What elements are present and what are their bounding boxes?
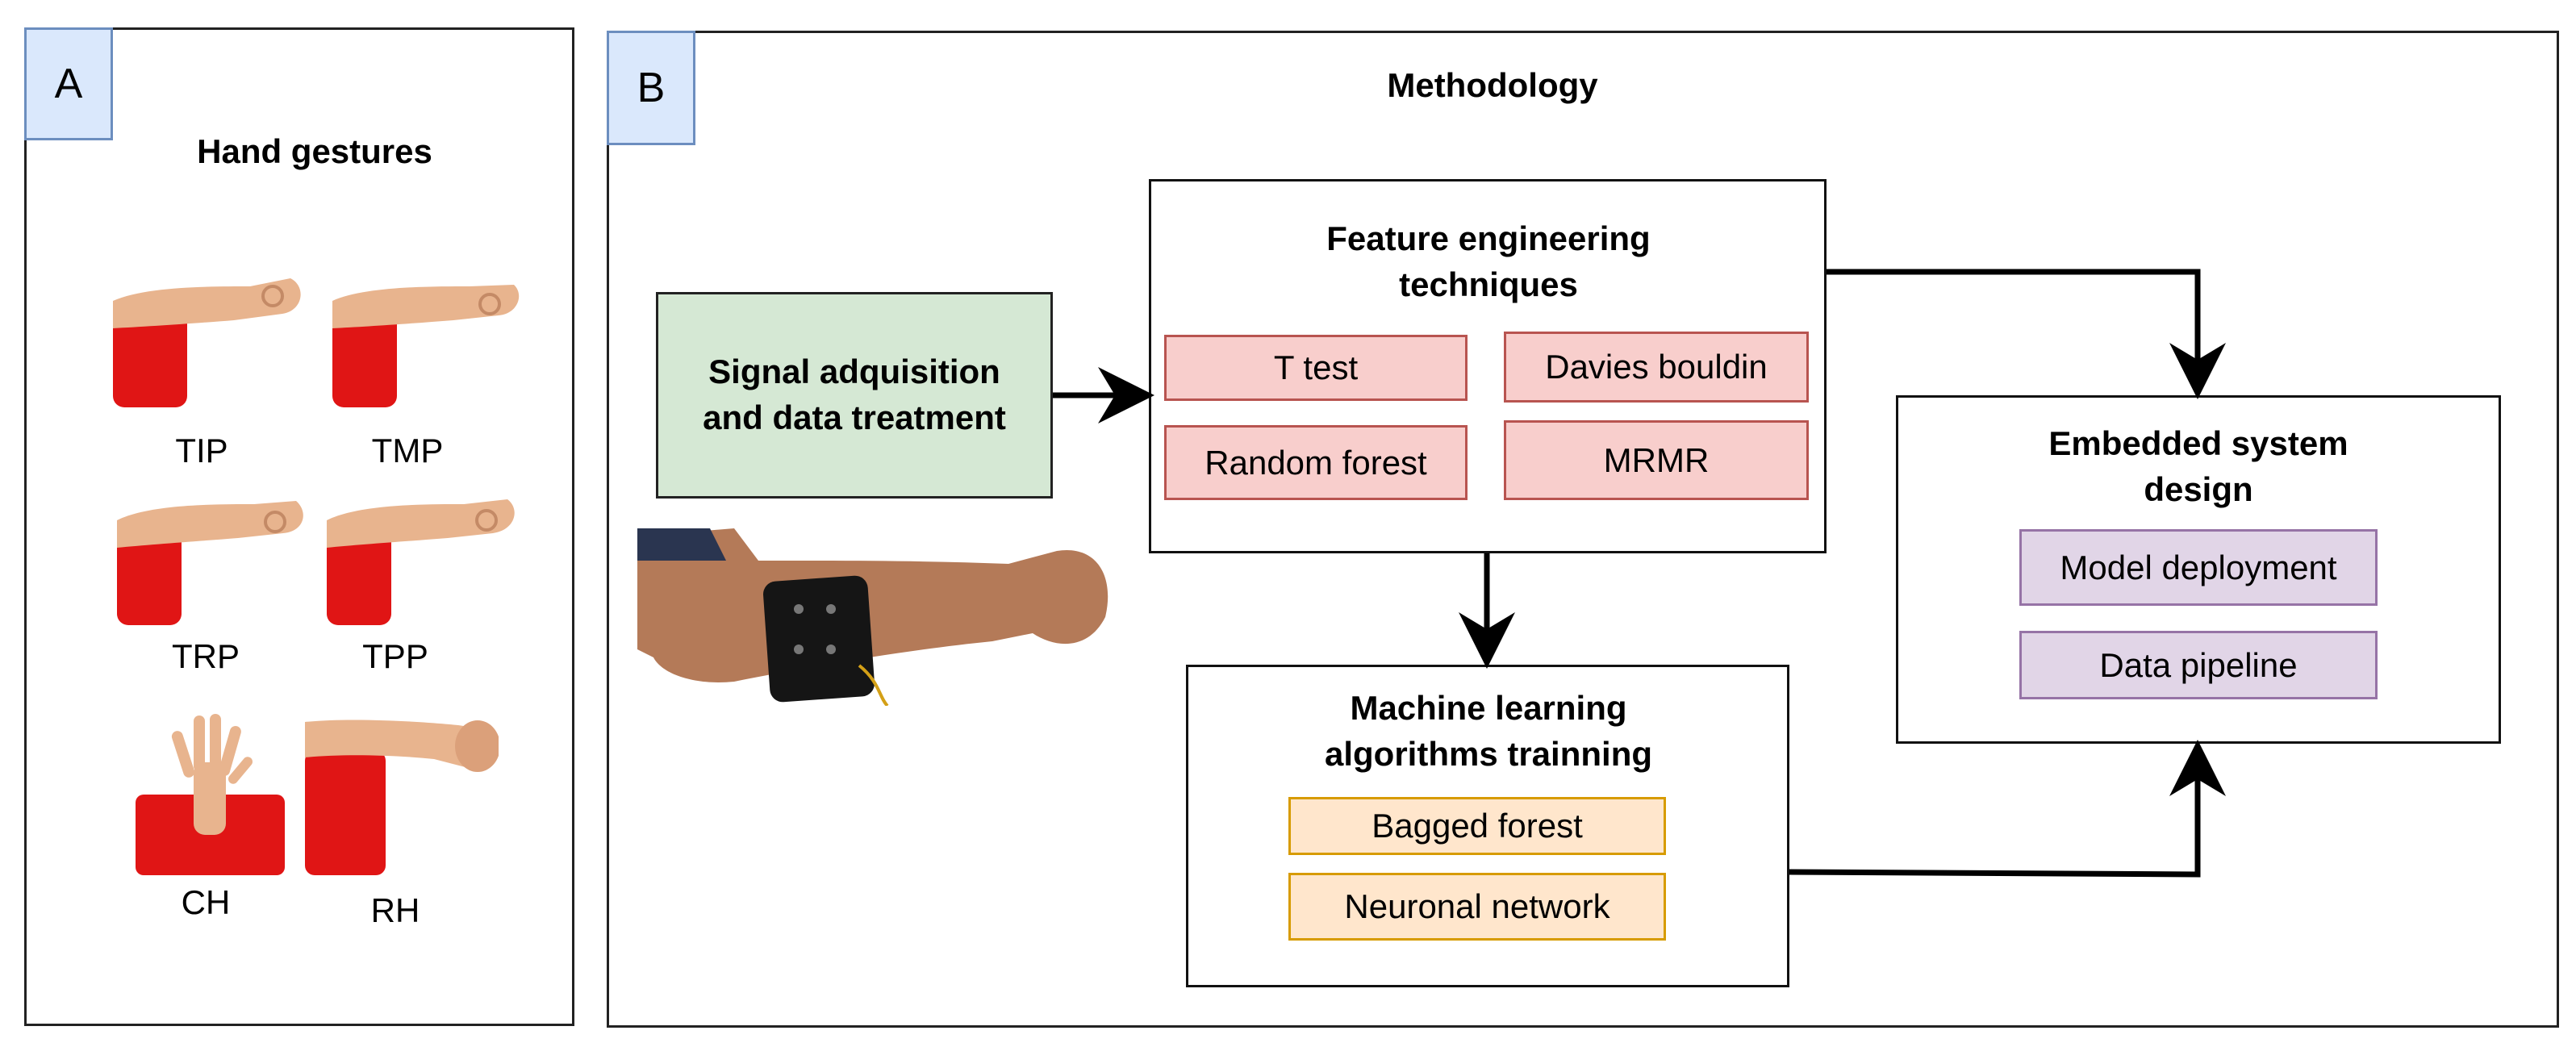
gesture-image-tmp xyxy=(332,262,526,407)
hand-open-icon xyxy=(136,714,285,875)
hand-pinch-pinky-icon xyxy=(327,499,515,625)
ml-bagged-forest: Bagged forest xyxy=(1288,797,1666,855)
panel-a-title: Hand gestures xyxy=(197,132,432,170)
feature-t-test: T test xyxy=(1164,335,1468,401)
feature-davies-bouldin: Davies bouldin xyxy=(1504,332,1809,403)
gesture-label-tip: TIP xyxy=(175,432,228,469)
feature-engineering-title: Feature engineering techniques xyxy=(1326,219,1651,303)
signal-acquisition-box: Signal adquisition and data treatment xyxy=(656,292,1053,499)
gesture-image-tpp xyxy=(327,480,520,625)
gesture-label-tmp: TMP xyxy=(371,432,444,469)
ml-training-title: Machine learning algorithms trainning xyxy=(1324,689,1652,773)
gesture-image-ch xyxy=(136,706,285,875)
gesture-label-tpp: TPP xyxy=(362,637,428,675)
gesture-label-ch: CH xyxy=(181,883,231,921)
hand-pinch-middle-icon xyxy=(332,285,520,407)
hand-pinch-ring-icon xyxy=(117,501,303,625)
ml-neuronal-network: Neuronal network xyxy=(1288,873,1666,941)
gesture-label-trp: TRP xyxy=(172,637,240,675)
panel-a-tag: A xyxy=(24,27,113,140)
feature-mrmr: MRMR xyxy=(1504,420,1809,500)
panel-b-tag: B xyxy=(607,31,695,145)
armband-arm-icon xyxy=(637,528,1108,706)
embedded-system-title: Embedded system design xyxy=(2048,424,2348,508)
feature-random-forest: Random forest xyxy=(1164,425,1468,500)
hand-fist-icon xyxy=(305,720,499,875)
embedded-data-pipeline: Data pipeline xyxy=(2019,631,2378,699)
hand-pinch-index-icon xyxy=(113,278,301,407)
gesture-label-rh: RH xyxy=(370,891,420,929)
emg-armband-photo xyxy=(637,528,1113,706)
gesture-image-rh xyxy=(305,706,499,875)
embedded-model-deployment: Model deployment xyxy=(2019,529,2378,606)
gesture-image-tip xyxy=(113,262,307,407)
panel-b-title: Methodology xyxy=(1387,66,1598,104)
gesture-image-trp xyxy=(117,480,311,625)
